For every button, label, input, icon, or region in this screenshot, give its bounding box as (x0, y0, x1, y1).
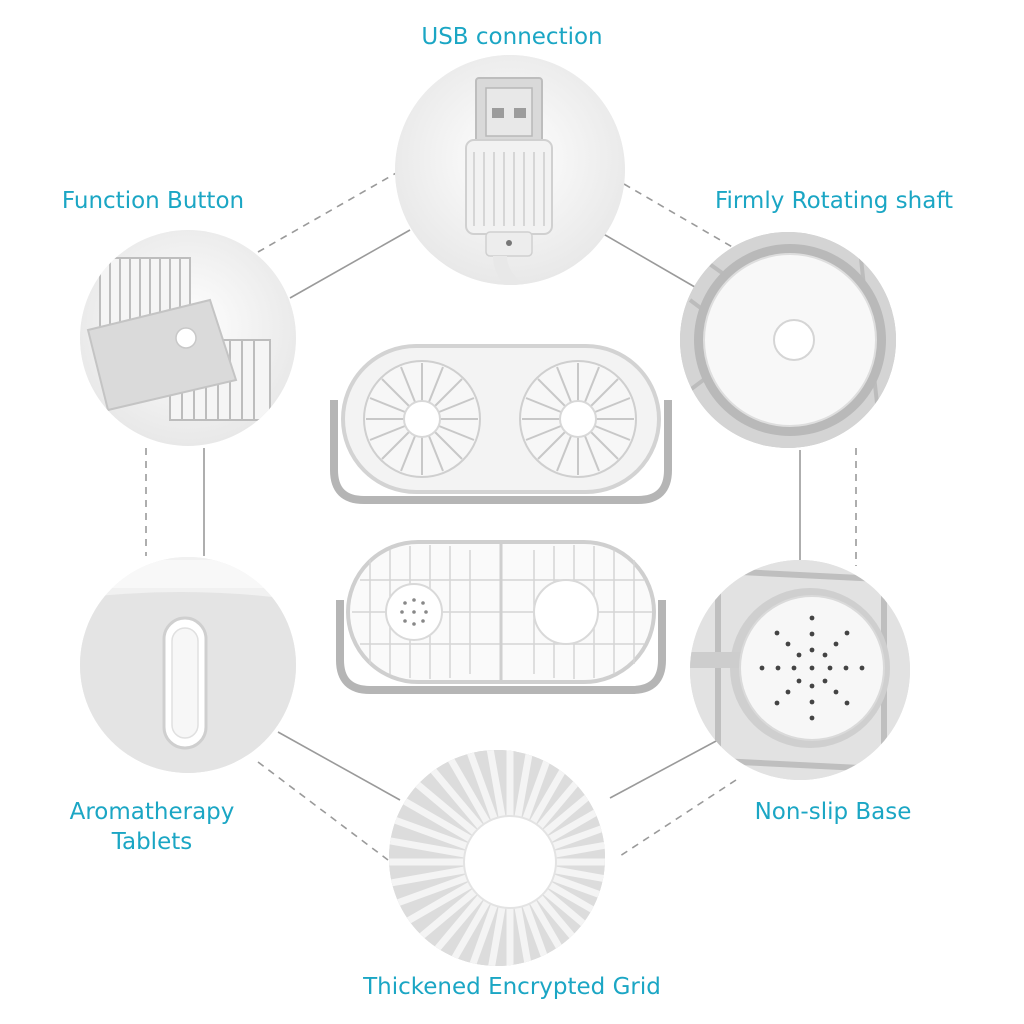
connector-lines (145, 171, 857, 861)
grid-spoke (552, 874, 605, 910)
grid-spoke (389, 874, 468, 910)
aromatherapy-label: Aromatherapy Tablets (30, 797, 274, 857)
rotating-shaft-detail-image (680, 232, 896, 448)
grid-spoke (441, 750, 491, 824)
connector-func-usb-inner (289, 229, 411, 299)
grid-spoke (408, 775, 478, 836)
grid-spoke (389, 835, 466, 858)
dual-fan-back-image (336, 540, 666, 694)
usb-connection-label: USB connection (421, 24, 603, 50)
connector-aroma-grid-inner (277, 731, 401, 801)
grid-spoke (483, 906, 506, 966)
aromatherapy-label-line1: Aromatherapy (69, 799, 235, 825)
grid-spoke (522, 904, 558, 966)
grid-spoke (554, 835, 605, 858)
rotating-shaft-label: Firmly Rotating shaft (714, 188, 954, 214)
grid-spoke (554, 866, 605, 889)
fan-blade-icon (519, 360, 637, 478)
dual-fan-front-image (330, 344, 672, 504)
aromatherapy-detail-image (80, 557, 296, 773)
usb-plug-icon (465, 77, 553, 285)
connector-aroma-grid (257, 761, 389, 861)
function-dot-icon (175, 327, 197, 349)
grid-spoke (483, 750, 506, 818)
grid-spoke (389, 866, 466, 889)
non-slip-base-label: Non-slip Base (754, 799, 912, 825)
grid-spoke (395, 793, 472, 843)
grid-spoke (514, 906, 537, 966)
grid-spoke (395, 881, 472, 931)
grid-detail-image (389, 750, 605, 966)
grid-spoke (552, 814, 605, 850)
grid-spoke (548, 881, 605, 931)
aroma-holes-icon (759, 615, 865, 721)
connector-usb-shaft-inner (599, 231, 701, 291)
grid-spoke (389, 814, 468, 850)
grid-spoke (423, 760, 484, 830)
function-button-label: Function Button (61, 188, 245, 214)
usb-detail-image (395, 55, 625, 285)
back-motor-cap-icon (533, 579, 599, 645)
connector-func-usb (257, 171, 399, 253)
function-button-detail-image (80, 230, 296, 446)
aroma-disc-icon (385, 583, 443, 641)
connector-usb-shaft (623, 183, 735, 249)
shaft-knob-icon (773, 319, 815, 361)
aromatherapy-label-line2: Tablets (111, 829, 193, 855)
grid-spoke (548, 793, 605, 843)
connector-base-grid (619, 779, 737, 857)
fan-blade-icon (363, 360, 481, 478)
non-slip-base-detail-image (690, 560, 910, 780)
encrypted-grid-label: Thickened Encrypted Grid (363, 974, 661, 1000)
grid-spoke (514, 750, 537, 818)
grid-spoke (462, 904, 498, 966)
connector-base-grid-inner (609, 739, 719, 799)
